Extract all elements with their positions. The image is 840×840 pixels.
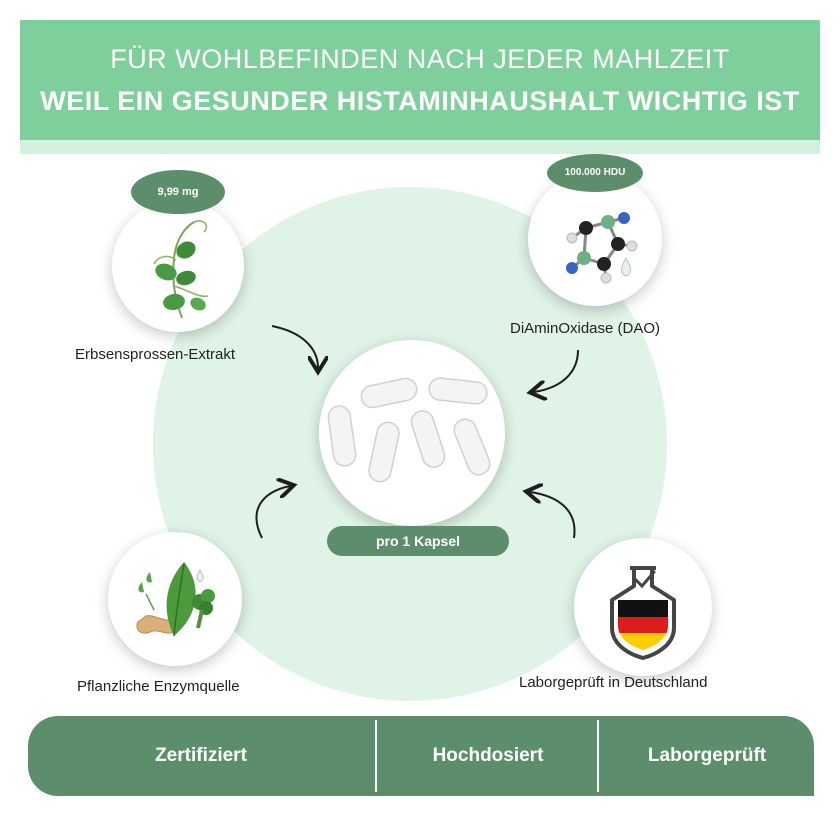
plant-enzyme-circle: [108, 532, 242, 666]
pea-sprout-icon: [153, 220, 209, 319]
capsules-image: [327, 377, 491, 483]
footer-lab-tested: Laborgeprüft: [647, 745, 767, 766]
plant-enzyme-icon: [136, 562, 215, 637]
header-banner: FÜR WOHLBEFINDEN NACH JEDER MAHLZEIT WEI…: [20, 20, 820, 140]
lab-tested-label: Laborgeprüft in Deutschland: [519, 674, 708, 691]
header-strip: [20, 140, 820, 154]
footer-divider: [597, 720, 599, 792]
plant-enzyme-label: Pflanzliche Enzymquelle: [77, 678, 240, 695]
lab-tested-circle: [574, 538, 712, 676]
hdu-badge: 100.000 HDU: [547, 154, 643, 192]
dao-circle: [528, 172, 662, 306]
footer-divider: [375, 720, 377, 792]
footer-bar: Zertifiziert Hochdosiert Laborgeprüft: [28, 716, 814, 796]
german-lab-flask-icon: [610, 566, 676, 660]
header-title: FÜR WOHLBEFINDEN NACH JEDER MAHLZEIT: [110, 44, 730, 74]
dose-badge: 9,99 mg: [131, 170, 225, 214]
footer-high-dose: Hochdosiert: [432, 745, 544, 766]
capsules-circle: [319, 340, 505, 526]
dao-label: DiAminOxidase (DAO): [510, 320, 661, 337]
pea-extract-label: Erbsensprossen-Extrakt: [75, 346, 236, 363]
per-capsule-label: pro 1 Kapsel: [327, 526, 509, 556]
header-subtitle: WEIL EIN GESUNDER HISTAMINHAUSHALT WICHT…: [40, 86, 800, 116]
footer-certified: Zertifiziert: [155, 745, 247, 766]
molecule-icon: [566, 212, 638, 284]
pea-sprout-circle: [112, 200, 244, 332]
